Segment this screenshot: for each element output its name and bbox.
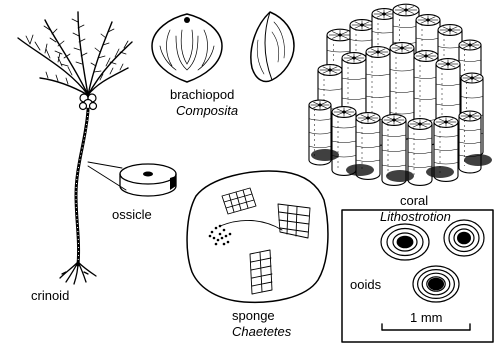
coral-genus-label: Lithostrotion [380, 209, 451, 224]
coral-base-shadow [386, 170, 414, 182]
sponge-drawing [187, 171, 328, 302]
coral-label: coral [400, 193, 428, 208]
brachiopod-label: brachiopod [170, 87, 234, 102]
crinoid-drawing [18, 12, 132, 284]
coral-base-shadow [464, 154, 492, 166]
ooids-label: ooids [350, 277, 382, 292]
coral-base-shadow [311, 149, 339, 161]
ooid [413, 266, 459, 302]
coral-drawing [309, 4, 492, 185]
ooid-grains [381, 220, 484, 302]
brachiopod-genus-label: Composita [176, 103, 238, 118]
sponge-label: sponge [232, 308, 275, 323]
brachiopod-drawing [152, 12, 294, 82]
crinoid-label: crinoid [31, 288, 69, 303]
scale-bar-label: 1 mm [410, 310, 443, 325]
ooid [381, 224, 429, 260]
ossicle-label: ossicle [112, 207, 152, 222]
coral-base-shadow [346, 164, 374, 176]
coral-base-shadow [426, 166, 454, 178]
sponge-genus-label: Chaetetes [232, 324, 292, 339]
ossicle-drawing [120, 164, 176, 196]
ooid [444, 220, 484, 256]
